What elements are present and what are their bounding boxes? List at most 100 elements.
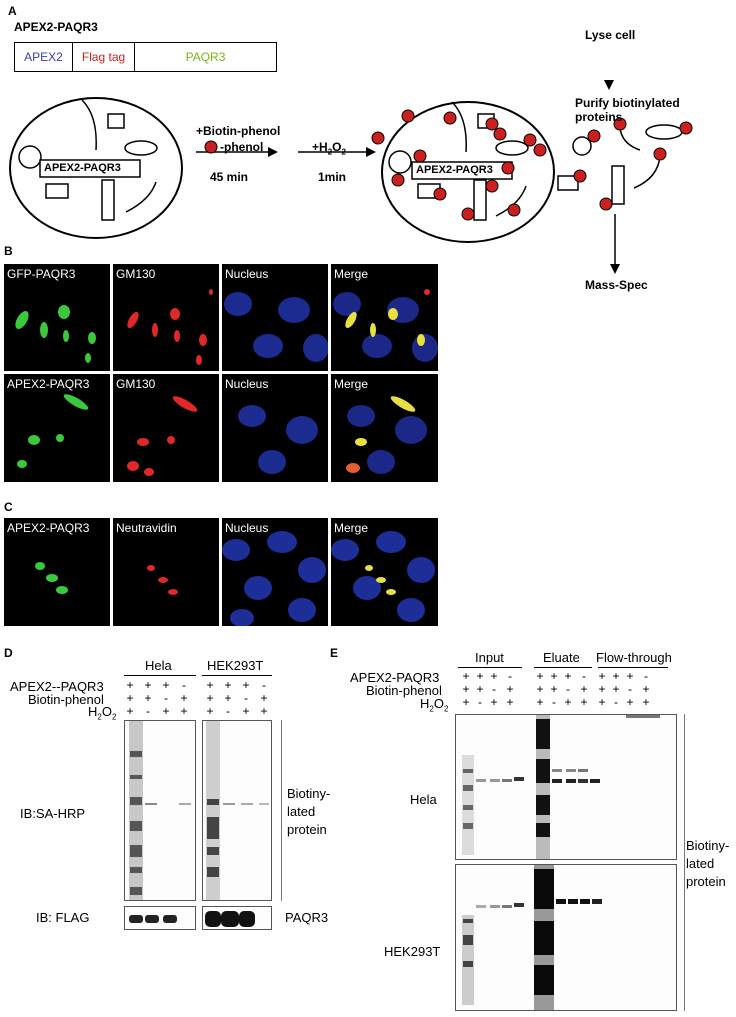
ib-sa-hrp-label: IB:SA-HRP [20,806,86,821]
panel-e-sign: + [580,695,588,709]
panel-b-letter: B [4,244,13,258]
blot-d-hek-flag-bands [205,911,255,927]
panel-d-sign: + [224,678,232,692]
panel-e-sign: - [478,695,482,709]
construct-title: APEX2-PAQR3 [14,20,98,34]
panel-d-sign: + [162,678,170,692]
panel-d-sign: + [224,691,232,705]
image-gm130: GM130 [113,264,219,371]
cell-2-organelle [495,140,529,156]
lysate-curve [619,127,641,151]
h2o2-sub: 2 [97,712,102,722]
e-right-label-1: Biotiny- [686,838,730,853]
lysate-organelle [611,165,625,205]
cell-hek293t-label: HEK293T [384,944,441,959]
panel-e-sign: + [564,695,572,709]
panel-c-letter: C [4,500,13,514]
step2-time: 1min [318,170,347,184]
cell-2-label: APEX2-PAQR3 [416,164,493,176]
step2-sub2: 2 [341,147,346,157]
panel-a-letter: A [8,4,17,18]
tile-caption: APEX2-PAQR3 [7,521,90,535]
image-nucleus: Nucleus [222,264,328,371]
e-right-label-2: lated [686,856,715,871]
cell-1-organelle [45,183,69,199]
blot-d-hela-sa [124,720,196,901]
group-hela: Hela [145,658,172,673]
d-right-label-3: protein [287,822,327,837]
cell-2-membrane-curve [495,185,527,217]
e-row-label-apex2-paqr3: APEX2-PAQR3 [350,670,440,685]
lysate-dot [587,129,601,143]
panel-e-sign: + [462,695,470,709]
panel-d-sign: + [242,678,250,692]
panel-d-sign: + [180,691,188,705]
lysate-dot [599,197,613,211]
step1-label: +Biotin-phenol [196,124,281,138]
green-signal [15,305,96,363]
panel-e-sign: + [642,682,650,696]
panel-d-sign: + [126,678,134,692]
blot-e-hek-bands [462,865,602,1010]
tile-caption: APEX2-PAQR3 [7,377,90,391]
panel-d-sign: - [182,678,186,692]
step2-arrowhead [366,147,376,157]
panel-d-sign: + [206,678,214,692]
e-row-label-biotin-phenol: Biotin-phenol [366,683,442,698]
e-h2o2-h: H [420,696,430,711]
group-line-hek [202,675,272,676]
e-right-label-3: protein [686,874,726,889]
group-line-eluate [534,667,592,668]
panel-e-sign: - [552,695,556,709]
panel-e-sign: + [580,682,588,696]
merge-signal [333,289,438,362]
panel-d-sign: - [226,704,230,718]
image-gfp-paqr3: GFP-PAQR3 [4,264,110,371]
blot-e-hela [455,714,677,860]
mass-spec-arrowhead [610,264,620,274]
panel-d-sign: + [260,691,268,705]
row-label-apex2-paqr3: APEX2--PAQR3 [10,679,104,694]
panel-d-sign: + [144,691,152,705]
row-label-biotin-phenol: Biotin-phenol [28,692,104,707]
panel-d-sign: + [242,704,250,718]
lysate-organelle [557,175,579,191]
cell-2-biotin-labels [371,109,547,221]
panel-d-sign: + [206,691,214,705]
panel-d-sign: - [146,704,150,718]
panel-e-sign: + [536,669,544,683]
bracket-d-biotinylated [281,720,282,901]
blot-d-hela-flag-bands [129,915,177,923]
purify-label-1: Purify biotinylated [575,96,680,110]
purify-label-2: proteins [575,110,623,124]
panel-e-sign: + [612,669,620,683]
panel-d-letter: D [4,646,13,660]
e-h2o2-sub2: 2 [443,704,449,714]
panel-e-sign: + [490,669,498,683]
image-gm130-2: GM130 [113,374,219,482]
image-nucleus-c: Nucleus [222,518,328,626]
tile-caption: Nucleus [225,521,269,535]
step2-o: O [332,140,342,154]
image-merge-2: Merge [331,374,438,482]
group-input: Input [475,650,504,665]
image-apex2-paqr3-c: APEX2-PAQR3 [4,518,110,626]
cell-1-membrane-curve [81,99,97,151]
ib-flag-label: IB: FLAG [36,910,90,925]
cell-2-nucleus [388,150,412,174]
group-line-input [458,667,522,668]
lysate-dot [613,117,627,131]
step1-arrowhead [268,147,278,157]
h2o2-h: H [88,704,98,719]
merge-signal [331,531,435,622]
merge-signal [346,396,427,474]
panel-e-sign: - [566,682,570,696]
step2-h: +H [312,140,328,154]
cell-1-label: APEX2-PAQR3 [44,162,121,174]
panel-e-sign: + [612,682,620,696]
mass-spec-label: Mass-Spec [585,278,648,292]
panel-e-sign: - [628,682,632,696]
paqr3-label: PAQR3 [285,910,329,925]
blot-d-hela-flag [124,906,196,930]
tile-caption: Merge [334,377,369,391]
